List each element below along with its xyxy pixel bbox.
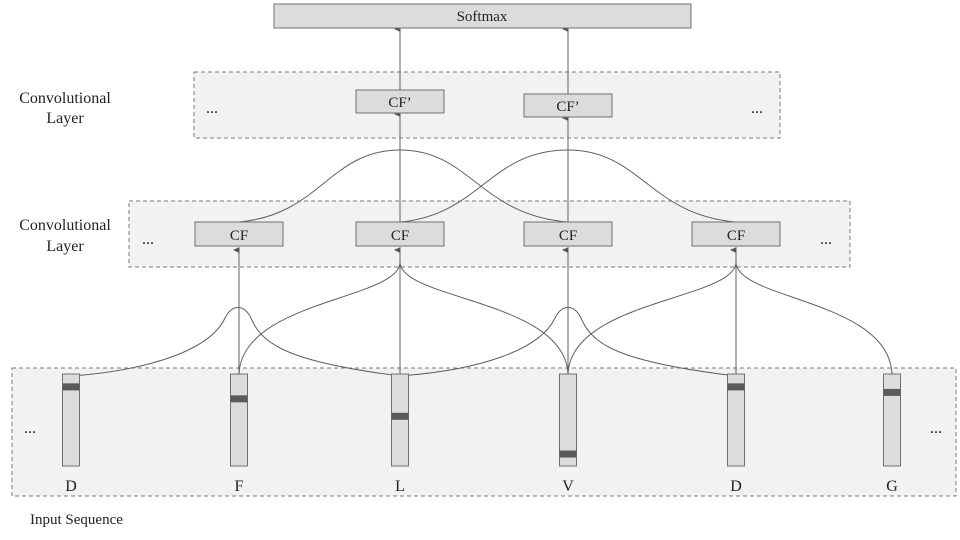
token-column: [62, 373, 80, 467]
input-sequence: ... ... Input Sequence D F L V D G: [24, 373, 942, 528]
connection-curve: [71, 307, 401, 377]
connection-curve: [567, 261, 737, 377]
conv-layer-2-panel: [193, 71, 781, 139]
token-marker: [230, 395, 248, 403]
filter-label: CF: [559, 228, 577, 244]
token-letter: D: [65, 478, 77, 495]
conv2-to-softmax-arrows: [394, 26, 569, 94]
input-layer-panel: [11, 367, 957, 497]
input-to-conv1-arrows: [233, 247, 737, 376]
conv-layer-2: Convolutional Layer ... ... CF’ CF’: [19, 89, 763, 127]
token-marker: [391, 412, 409, 420]
token-column: [559, 373, 577, 467]
token-column: [727, 373, 745, 467]
token-letter: F: [235, 478, 244, 495]
filter-box: [523, 93, 613, 118]
connection-curve: [735, 261, 893, 377]
filter-box: [691, 221, 781, 247]
token-column: [883, 373, 901, 467]
token-letter: D: [730, 478, 742, 495]
filter-label: CF’: [388, 95, 411, 111]
conv-layer-2-label-line2: Layer: [46, 110, 84, 127]
softmax-label: Softmax: [457, 9, 508, 25]
input-to-conv1-connections: [71, 261, 893, 377]
token-letter: L: [395, 478, 405, 495]
filter-box: [523, 221, 613, 247]
conv-layer-1-ellipsis-right: ...: [820, 231, 832, 248]
token-marker: [883, 388, 901, 396]
conv-layer-1-ellipsis-left: ...: [142, 231, 154, 248]
filter-box: [194, 221, 284, 247]
token-column: [230, 373, 248, 467]
token-letter: V: [562, 478, 574, 495]
input-ellipsis-right: ...: [930, 420, 942, 437]
connection-curve: [238, 261, 401, 377]
conv-layer-1-label-line1: Convolutional: [19, 217, 111, 234]
filter-label: CF: [727, 228, 745, 244]
filter-box: [355, 89, 445, 114]
filter-label: CF: [230, 228, 248, 244]
token-marker: [727, 383, 745, 391]
token-letter: G: [886, 478, 898, 495]
input-ellipsis-left: ...: [24, 420, 36, 437]
conv-layer-2-ellipsis-left: ...: [206, 100, 218, 117]
filter-box: [355, 221, 445, 247]
conv1-to-conv2-arrows: [394, 111, 569, 222]
filter-label: CF: [391, 228, 409, 244]
conv-layer-1: Convolutional Layer ... ... CF CF CF CF: [19, 217, 832, 255]
token-marker: [559, 450, 577, 458]
input-sequence-label: Input Sequence: [30, 512, 123, 528]
token-marker: [62, 383, 80, 391]
token-column: [391, 373, 409, 467]
filter-label: CF’: [556, 99, 579, 115]
conv-layer-1-label-line2: Layer: [46, 238, 84, 255]
conv-layer-2-label-line1: Convolutional: [19, 90, 111, 107]
connection-curve: [399, 261, 569, 377]
conv-layer-2-ellipsis-right: ...: [751, 100, 763, 117]
softmax-node: Softmax: [273, 3, 692, 29]
softmax-box: [273, 3, 692, 29]
